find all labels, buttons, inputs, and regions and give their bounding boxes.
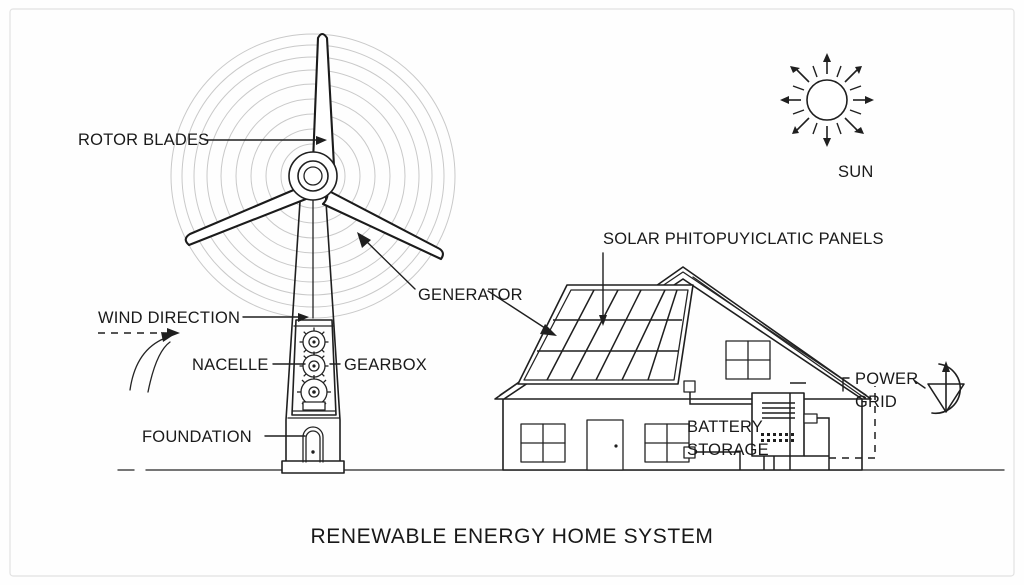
gearbox-gears [297, 327, 331, 411]
sun-symbol [780, 53, 874, 147]
solar-cell-grid [537, 289, 682, 381]
label-battery-storage-line2: STORAGE [687, 441, 769, 459]
label-power-grid-line2: GRID [855, 393, 897, 411]
wind-turbine [184, 32, 444, 474]
solar-panel-array [517, 284, 694, 385]
house-door [586, 419, 624, 471]
label-solar-panels: SOLAR PHITOPUYICLATIC PANELS [603, 230, 884, 248]
label-sun: SUN [838, 163, 873, 181]
label-rotor-blades: ROTOR BLADES [78, 131, 209, 149]
power-grid-symbol [927, 361, 965, 415]
label-battery-storage-line1: BATTERY [687, 418, 763, 436]
label-wind-direction: WIND DIRECTION [98, 309, 240, 327]
diagram-border [9, 8, 1015, 577]
grid-connection-dashed [829, 386, 876, 459]
label-power-grid-line1: POWER [855, 370, 918, 388]
house-window-gable [725, 340, 771, 380]
rotor-hub [288, 151, 338, 201]
house-window-left [520, 423, 566, 463]
sun-ray-arrowheads [780, 53, 874, 147]
turbine-foundation [281, 426, 345, 474]
battery-inverter-unit [751, 392, 805, 457]
turbine-tower [285, 185, 341, 463]
rotor-blades [184, 32, 444, 261]
inverter-indicator-dots [761, 433, 794, 442]
house-wiring [683, 380, 830, 470]
sun-rays-short [792, 65, 862, 135]
label-nacelle: NACELLE [192, 356, 269, 374]
wind-direction-indicator [98, 328, 180, 393]
leader-lines [204, 136, 926, 437]
diagram-title: RENEWABLE ENERGY HOME SYSTEM [310, 525, 713, 548]
label-generator: GENERATOR [418, 286, 523, 304]
house-window-right [644, 423, 690, 463]
label-foundation: FOUNDATION [142, 428, 252, 446]
label-gearbox: GEARBOX [344, 356, 427, 374]
